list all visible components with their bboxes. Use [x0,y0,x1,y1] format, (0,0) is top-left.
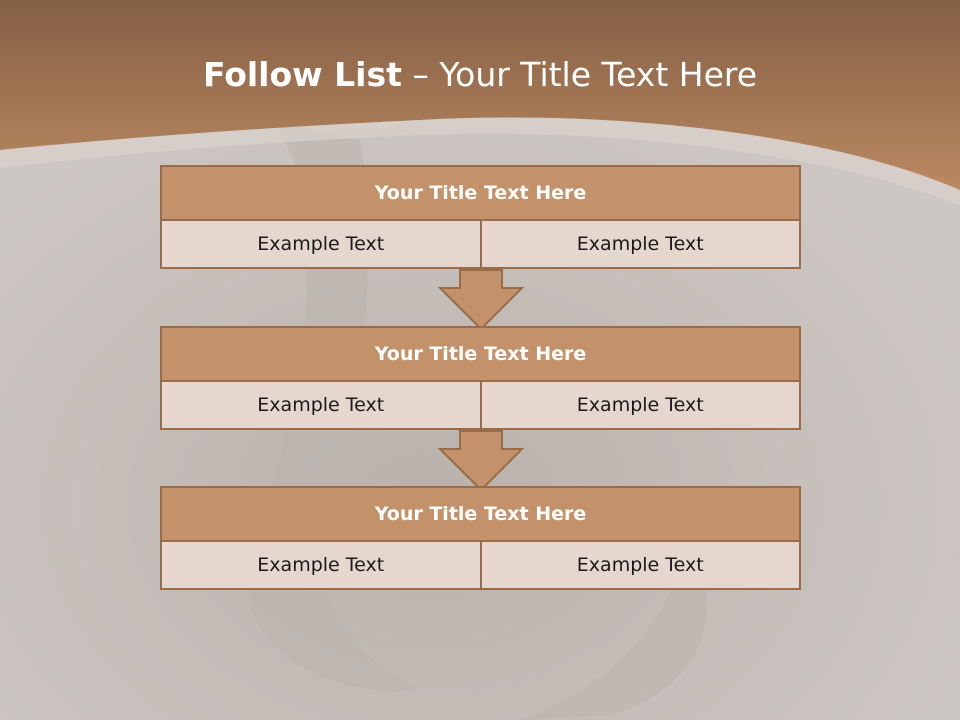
block-cell-left: Example Text [160,380,482,430]
list-block-1: Your Title Text Here Example Text Exampl… [160,165,801,269]
block-cell-right: Example Text [479,219,801,269]
down-arrow-icon [438,430,524,492]
block-cell-right: Example Text [479,540,801,590]
block-title: Your Title Text Here [160,486,801,542]
block-title: Your Title Text Here [160,326,801,382]
slide-title-strong: Follow List [202,55,402,94]
block-cell-right: Example Text [479,380,801,430]
slide-title-rest: – Your Title Text Here [401,55,758,94]
block-cell-left: Example Text [160,540,482,590]
list-block-3: Your Title Text Here Example Text Exampl… [160,486,801,590]
block-row: Example Text Example Text [160,380,801,430]
block-row: Example Text Example Text [160,219,801,269]
slide-title: Follow List – Your Title Text Here [0,52,960,98]
list-block-2: Your Title Text Here Example Text Exampl… [160,326,801,430]
block-row: Example Text Example Text [160,540,801,590]
block-title: Your Title Text Here [160,165,801,221]
down-arrow-icon [438,269,524,331]
block-cell-left: Example Text [160,219,482,269]
